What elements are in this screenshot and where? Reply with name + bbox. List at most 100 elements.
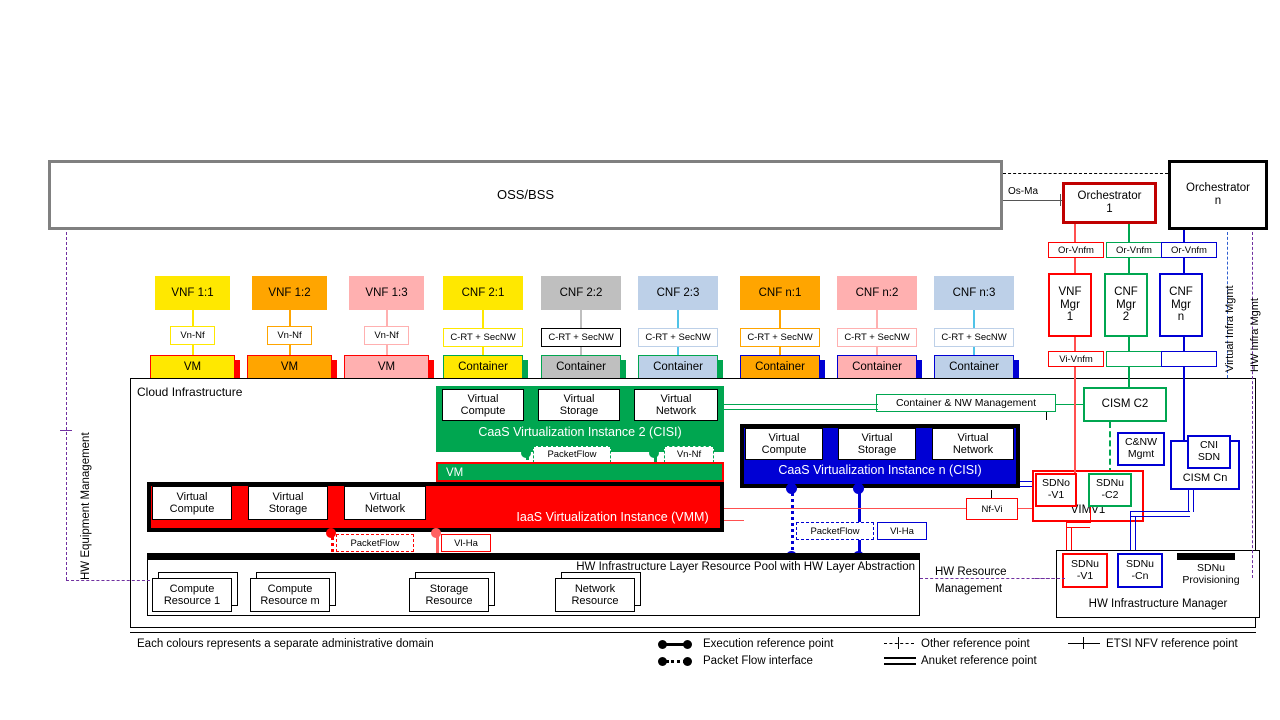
vn-l1-g: Virtual bbox=[660, 392, 692, 405]
vimv1-stem-up bbox=[1074, 367, 1076, 473]
compute-resource-1-box[interactable]: Compute Resource 1 bbox=[152, 578, 232, 612]
container-nw-management-box[interactable]: Container & NW Management bbox=[876, 394, 1056, 412]
sdnu-provisioning-box[interactable]: SDNu Provisioning bbox=[1168, 560, 1254, 590]
vnf-1-1-box[interactable]: VNF 1:1 bbox=[155, 276, 230, 310]
ossbss-label: OSS/BSS bbox=[496, 186, 555, 202]
c-rt-secnw-rp-2-2[interactable]: C-RT + SecNW bbox=[541, 328, 621, 347]
cism-cn-down-line-b bbox=[1193, 490, 1194, 512]
container-n-1-box[interactable]: Container bbox=[740, 355, 820, 379]
cnf-mgr-2-l3: 2 bbox=[1122, 311, 1130, 324]
sdno-v1-box[interactable]: SDNo -V1 bbox=[1035, 473, 1077, 507]
nf-vi-rp[interactable]: Nf-Vi bbox=[966, 498, 1018, 520]
cisin-vlha-dot-top bbox=[853, 483, 864, 494]
cisi2-virtual-network[interactable]: Virtual Network bbox=[634, 389, 718, 421]
sdnu-prov-l1: SDNu bbox=[1196, 562, 1225, 575]
container-n-3-box[interactable]: Container bbox=[934, 355, 1014, 379]
cisin-virtual-storage[interactable]: Virtual Storage bbox=[838, 428, 916, 460]
vnf-mgr-1-l3: 1 bbox=[1066, 311, 1074, 324]
vmm-virtual-network[interactable]: Virtual Network bbox=[344, 486, 426, 520]
cnf-2-2-box[interactable]: CNF 2:2 bbox=[541, 276, 621, 310]
cnf-2-1-box[interactable]: CNF 2:1 bbox=[443, 276, 523, 310]
c-rt-secnw-rp-n-1[interactable]: C-RT + SecNW bbox=[740, 328, 820, 347]
orchestrator-blue-vline bbox=[1183, 230, 1185, 250]
cnf-n-3-box[interactable]: CNF n:3 bbox=[934, 276, 1014, 310]
c-rt-secnw-rp-2-3[interactable]: C-RT + SecNW bbox=[638, 328, 718, 347]
cisi2-vnnf-rp[interactable]: Vn-Nf bbox=[664, 446, 714, 463]
vimv1-elbow-b bbox=[1066, 527, 1090, 528]
vnf-mgr-1-box[interactable]: VNF Mgr 1 bbox=[1048, 273, 1092, 337]
cism-c2-box[interactable]: CISM C2 bbox=[1083, 387, 1167, 422]
compute-resource-m-box[interactable]: Compute Resource m bbox=[250, 578, 330, 612]
storage-resource-box[interactable]: Storage Resource bbox=[409, 578, 489, 612]
or-vnfm-rp-green[interactable]: Or-Vnfm bbox=[1106, 242, 1162, 258]
vm-3-label: VM bbox=[377, 360, 396, 373]
cism-cn-down-line-a bbox=[1188, 490, 1189, 512]
cnf-n-2-box[interactable]: CNF n:2 bbox=[837, 276, 917, 310]
container-2-3-label: Container bbox=[653, 360, 703, 373]
vmm-virtual-storage[interactable]: Virtual Storage bbox=[248, 486, 328, 520]
container-2-1-box[interactable]: Container bbox=[443, 355, 523, 379]
c-rt-secnw-rp-n-2[interactable]: C-RT + SecNW bbox=[837, 328, 917, 347]
c-rt-secnw-label-n-2: C-RT + SecNW bbox=[844, 332, 910, 343]
container-2-2-box[interactable]: Container bbox=[541, 355, 621, 379]
vm-1-box[interactable]: VM bbox=[150, 355, 235, 379]
vn-l1-b: Virtual bbox=[957, 431, 989, 444]
cnf-mgr-2-box[interactable]: CNF Mgr 2 bbox=[1104, 273, 1148, 337]
orchestrator-1-box[interactable]: Orchestrator 1 bbox=[1062, 182, 1157, 224]
vnf-1-3-box[interactable]: VNF 1:3 bbox=[349, 276, 424, 310]
vi-vnfm-rp-red[interactable]: Vi-Vnfm bbox=[1048, 351, 1104, 367]
vi-vnfm-rp-blue[interactable] bbox=[1161, 351, 1217, 367]
cisin-virtual-network[interactable]: Virtual Network bbox=[932, 428, 1014, 460]
vmm-virtual-compute[interactable]: Virtual Compute bbox=[152, 486, 232, 520]
vm-3-box[interactable]: VM bbox=[344, 355, 429, 379]
vm-2-box[interactable]: VM bbox=[247, 355, 332, 379]
hw-equipment-mgmt-label: HW Equipment Management bbox=[80, 432, 92, 580]
ossbss-box[interactable]: OSS/BSS bbox=[48, 160, 1003, 230]
legend-etsi-line bbox=[1068, 643, 1100, 644]
vi-vnfm-rp-green[interactable] bbox=[1106, 351, 1162, 367]
sdnu-v1-l1: SDNu bbox=[1070, 557, 1099, 570]
cnf-mgr-n-box[interactable]: CNF Mgr n bbox=[1159, 273, 1203, 337]
cloud-infrastructure-label: Cloud Infrastructure bbox=[137, 385, 243, 399]
orchestrator-n-box[interactable]: Orchestrator n bbox=[1168, 160, 1268, 230]
vn-nf-rp-3[interactable]: Vn-Nf bbox=[364, 326, 409, 345]
sdnu-cn-box[interactable]: SDNu -Cn bbox=[1117, 553, 1163, 588]
legend-etsi-label: ETSI NFV reference point bbox=[1106, 638, 1238, 650]
cnf-n-1-box[interactable]: CNF n:1 bbox=[740, 276, 820, 310]
vc-l1-b: Virtual bbox=[768, 431, 800, 444]
cnf-2-1-label: CNF 2:1 bbox=[461, 286, 505, 299]
vmm-block[interactable] bbox=[147, 482, 724, 532]
c-rt-secnw-rp-2-1[interactable]: C-RT + SecNW bbox=[443, 328, 523, 347]
cisi2-packetflow-rp[interactable]: PacketFlow bbox=[533, 446, 611, 463]
vmm-vlha-vline bbox=[436, 532, 439, 558]
or-vnfm-rp-red[interactable]: Or-Vnfm bbox=[1048, 242, 1104, 258]
vmm-vlha-rp[interactable]: Vl-Ha bbox=[441, 534, 491, 552]
sdnu-v1-box[interactable]: SDNu -V1 bbox=[1062, 553, 1108, 588]
cisi2-virtual-storage[interactable]: Virtual Storage bbox=[538, 389, 620, 421]
cisi2-packetflow-dot-top bbox=[521, 448, 531, 458]
cnf-2-2-label: CNF 2:2 bbox=[559, 286, 603, 299]
cni-sdn-box[interactable]: CNI SDN bbox=[1187, 435, 1231, 469]
or-vnfm-rp-blue[interactable]: Or-Vnfm bbox=[1161, 242, 1217, 258]
cism-cn-drop-b bbox=[1135, 516, 1136, 555]
vn-nf-rp-1[interactable]: Vn-Nf bbox=[170, 326, 215, 345]
vimv1-right-up bbox=[1090, 507, 1091, 523]
virtual-infra-mgmt-label: Virtual Infra Mgmt bbox=[1224, 285, 1236, 372]
sdnu-prov-l2: Provisioning bbox=[1182, 574, 1240, 586]
vnf-1-2-box[interactable]: VNF 1:2 bbox=[252, 276, 327, 310]
cisi2-virtual-compute[interactable]: Virtual Compute bbox=[442, 389, 524, 421]
cnf-2-3-box[interactable]: CNF 2:3 bbox=[638, 276, 718, 310]
network-resource-box[interactable]: Network Resource bbox=[555, 578, 635, 612]
cnw-mgmt-box[interactable]: C&NW Mgmt bbox=[1117, 432, 1165, 466]
container-2-3-box[interactable]: Container bbox=[638, 355, 718, 379]
sdnu-c2-box[interactable]: SDNu -C2 bbox=[1088, 473, 1132, 507]
vm-bar[interactable]: VM bbox=[436, 462, 724, 482]
cisin-packetflow-rp[interactable]: PacketFlow bbox=[796, 522, 874, 540]
cisin-packetflow-vline bbox=[791, 488, 794, 556]
cisin-vlha-rp[interactable]: Vl-Ha bbox=[877, 522, 927, 540]
container-n-2-box[interactable]: Container bbox=[837, 355, 917, 379]
vmm-packetflow-rp[interactable]: PacketFlow bbox=[336, 534, 414, 552]
vn-nf-rp-2[interactable]: Vn-Nf bbox=[267, 326, 312, 345]
c-rt-secnw-rp-n-3[interactable]: C-RT + SecNW bbox=[934, 328, 1014, 347]
cisin-virtual-compute[interactable]: Virtual Compute bbox=[745, 428, 823, 460]
